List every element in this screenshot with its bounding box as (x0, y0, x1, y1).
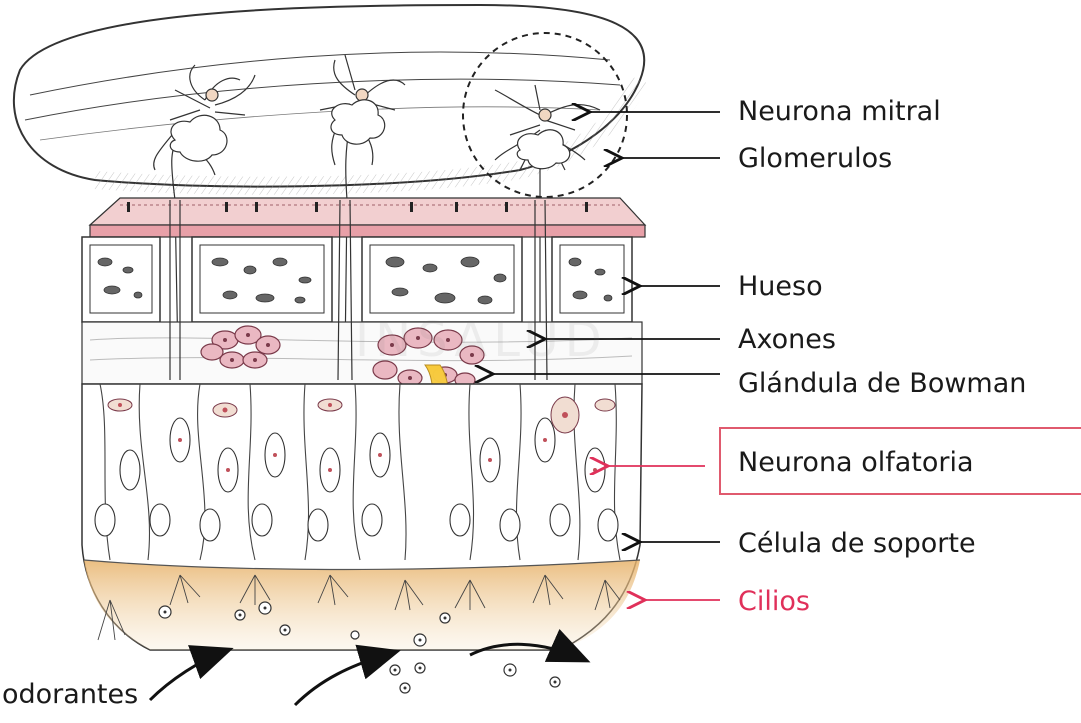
cribriform-plate (90, 198, 645, 237)
label-neurona-mitral: Neurona mitral (738, 98, 941, 125)
label-odorantes: odorantes (2, 681, 138, 708)
label-axones: Axones (738, 326, 836, 353)
label-neurona-olfatoria: Neurona olfatoria (738, 449, 974, 476)
label-glandula-bowman: Glándula de Bowman (738, 370, 1026, 397)
watermark: INSALUD (355, 312, 608, 368)
label-glomerulos: Glomerulos (738, 145, 892, 172)
label-cilios: Cilios (738, 588, 810, 615)
label-hueso: Hueso (738, 273, 823, 300)
bone-blocks (82, 237, 632, 322)
odorant-arrows (150, 644, 585, 705)
label-celula-soporte: Célula de soporte (738, 530, 976, 557)
